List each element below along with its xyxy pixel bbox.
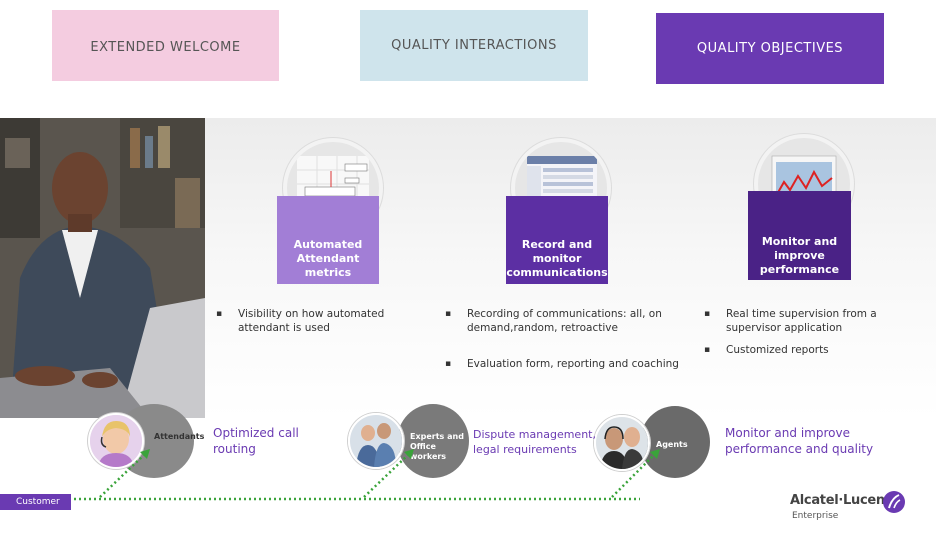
card-title: Monitor and improve performance bbox=[759, 235, 840, 276]
agents-disc bbox=[640, 406, 710, 478]
logo-mark-icon bbox=[883, 491, 905, 513]
outcome-call-routing: Optimized call routing bbox=[213, 426, 299, 456]
card-title: Automated Attendant metrics bbox=[293, 238, 363, 279]
bullet-text: Recording of communications: all, on dem… bbox=[467, 308, 662, 334]
header-quality-objectives: QUALITY OBJECTIVES bbox=[656, 13, 884, 84]
header-extended-welcome: EXTENDED WELCOME bbox=[52, 10, 279, 81]
attendants-label: Attendants bbox=[154, 432, 205, 441]
card-monitor-improve: Monitor and improve performance bbox=[748, 191, 851, 280]
customer-label: Customer bbox=[16, 497, 60, 507]
bullet-icon: ▪ bbox=[704, 309, 711, 319]
bullet-icon: ▪ bbox=[445, 359, 452, 369]
header-label: EXTENDED WELCOME bbox=[90, 40, 241, 55]
bullet-icon: ▪ bbox=[445, 309, 452, 319]
bullet-icon: ▪ bbox=[216, 309, 223, 319]
experts-disc bbox=[397, 404, 469, 478]
header-quality-interactions: QUALITY INTERACTIONS bbox=[360, 10, 588, 81]
bullet-item: ▪ Customized reports bbox=[704, 343, 886, 357]
bullet-text: Visibility on how automated attendant is… bbox=[238, 308, 385, 334]
agents-label: Agents bbox=[656, 440, 688, 449]
logo-brand: Alcatel·Lucent bbox=[790, 493, 891, 508]
alcatel-lucent-logo: Alcatel·Lucent Enterprise bbox=[790, 490, 910, 526]
bullet-item: ▪ Recording of communications: all, on d… bbox=[445, 307, 687, 335]
bullet-item: ▪ Real time supervision from a superviso… bbox=[704, 307, 886, 335]
bullet-item: ▪ Evaluation form, reporting and coachin… bbox=[445, 357, 697, 371]
agents-avatar bbox=[594, 415, 650, 471]
card-record-monitor: Record and monitor communications bbox=[506, 196, 608, 284]
outcome-dispute-management: Dispute management, legal requirements bbox=[473, 428, 596, 456]
bullet-icon: ▪ bbox=[704, 345, 711, 355]
bullet-item: ▪ Visibility on how automated attendant … bbox=[216, 307, 408, 335]
experts-avatar bbox=[348, 413, 404, 469]
outcome-monitor-performance: Monitor and improve performance and qual… bbox=[725, 426, 874, 456]
bullet-text: Customized reports bbox=[726, 344, 829, 356]
bullet-text: Real time supervision from a supervisor … bbox=[726, 308, 877, 334]
logo-sub: Enterprise bbox=[792, 511, 839, 521]
experts-label: Experts and Office workers bbox=[410, 432, 464, 461]
businessman-photo bbox=[0, 118, 205, 418]
header-label: QUALITY INTERACTIONS bbox=[391, 38, 557, 53]
card-automated-attendant-metrics: Automated Attendant metrics bbox=[277, 196, 379, 284]
bullet-text: Evaluation form, reporting and coaching bbox=[467, 358, 679, 370]
card-title: Record and monitor communications bbox=[506, 238, 608, 279]
attendant-avatar bbox=[88, 413, 144, 469]
header-label: QUALITY OBJECTIVES bbox=[696, 41, 844, 56]
customer-tag: Customer bbox=[0, 494, 71, 510]
